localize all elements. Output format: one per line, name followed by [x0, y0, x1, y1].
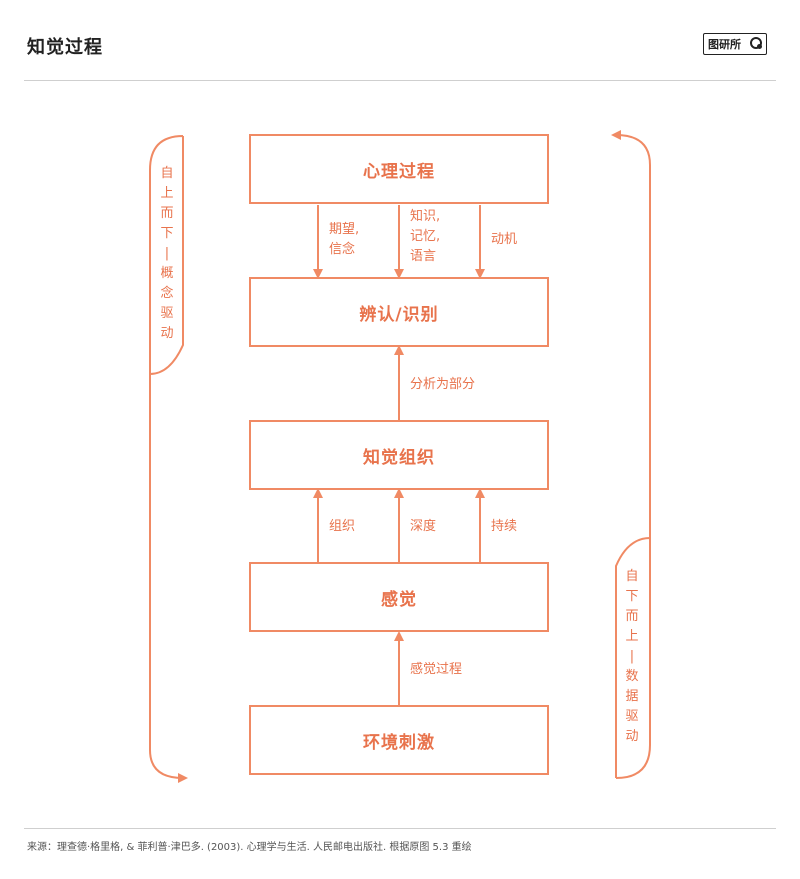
page-title: 知觉过程 [27, 37, 103, 58]
bottom-divider [24, 828, 776, 829]
label-analysis: 分析为部分 [410, 377, 476, 392]
bottom-up-curve [611, 130, 651, 538]
brand-logo: 图研所 [703, 33, 767, 55]
box-mental-process: 心理过程 [249, 134, 549, 204]
top-divider [24, 80, 776, 81]
box-environmental-stimulus: 环境刺激 [249, 705, 549, 775]
label-depth: 深度 [410, 519, 437, 534]
label-organization: 组织 [329, 519, 356, 534]
label-persistence: 持续 [491, 519, 518, 534]
source-citation: 来源：理查德·格里格, & 菲利普·津巴多. (2003). 心理学与生活. 人… [27, 842, 472, 853]
top-down-curve [149, 374, 188, 783]
label-motivation: 动机 [491, 232, 518, 247]
logo-text: 图研所 [708, 38, 741, 51]
bottom-up-label: 自 下 而 上 | 数 据 驱 动 [625, 569, 639, 744]
top-down-label: 自 上 而 下 | 概 念 驱 动 [160, 166, 174, 341]
label-sensory-process: 感觉过程 [410, 662, 463, 677]
logo-circle-icon [750, 37, 762, 49]
label-expectation: 期望, 信念 [329, 222, 360, 257]
label-knowledge: 知识, 记忆, 语言 [410, 209, 441, 264]
box-perceptual-organization: 知觉组织 [249, 420, 549, 490]
box-recognition: 辨认/识别 [249, 277, 549, 347]
box-sensation: 感觉 [249, 562, 549, 632]
